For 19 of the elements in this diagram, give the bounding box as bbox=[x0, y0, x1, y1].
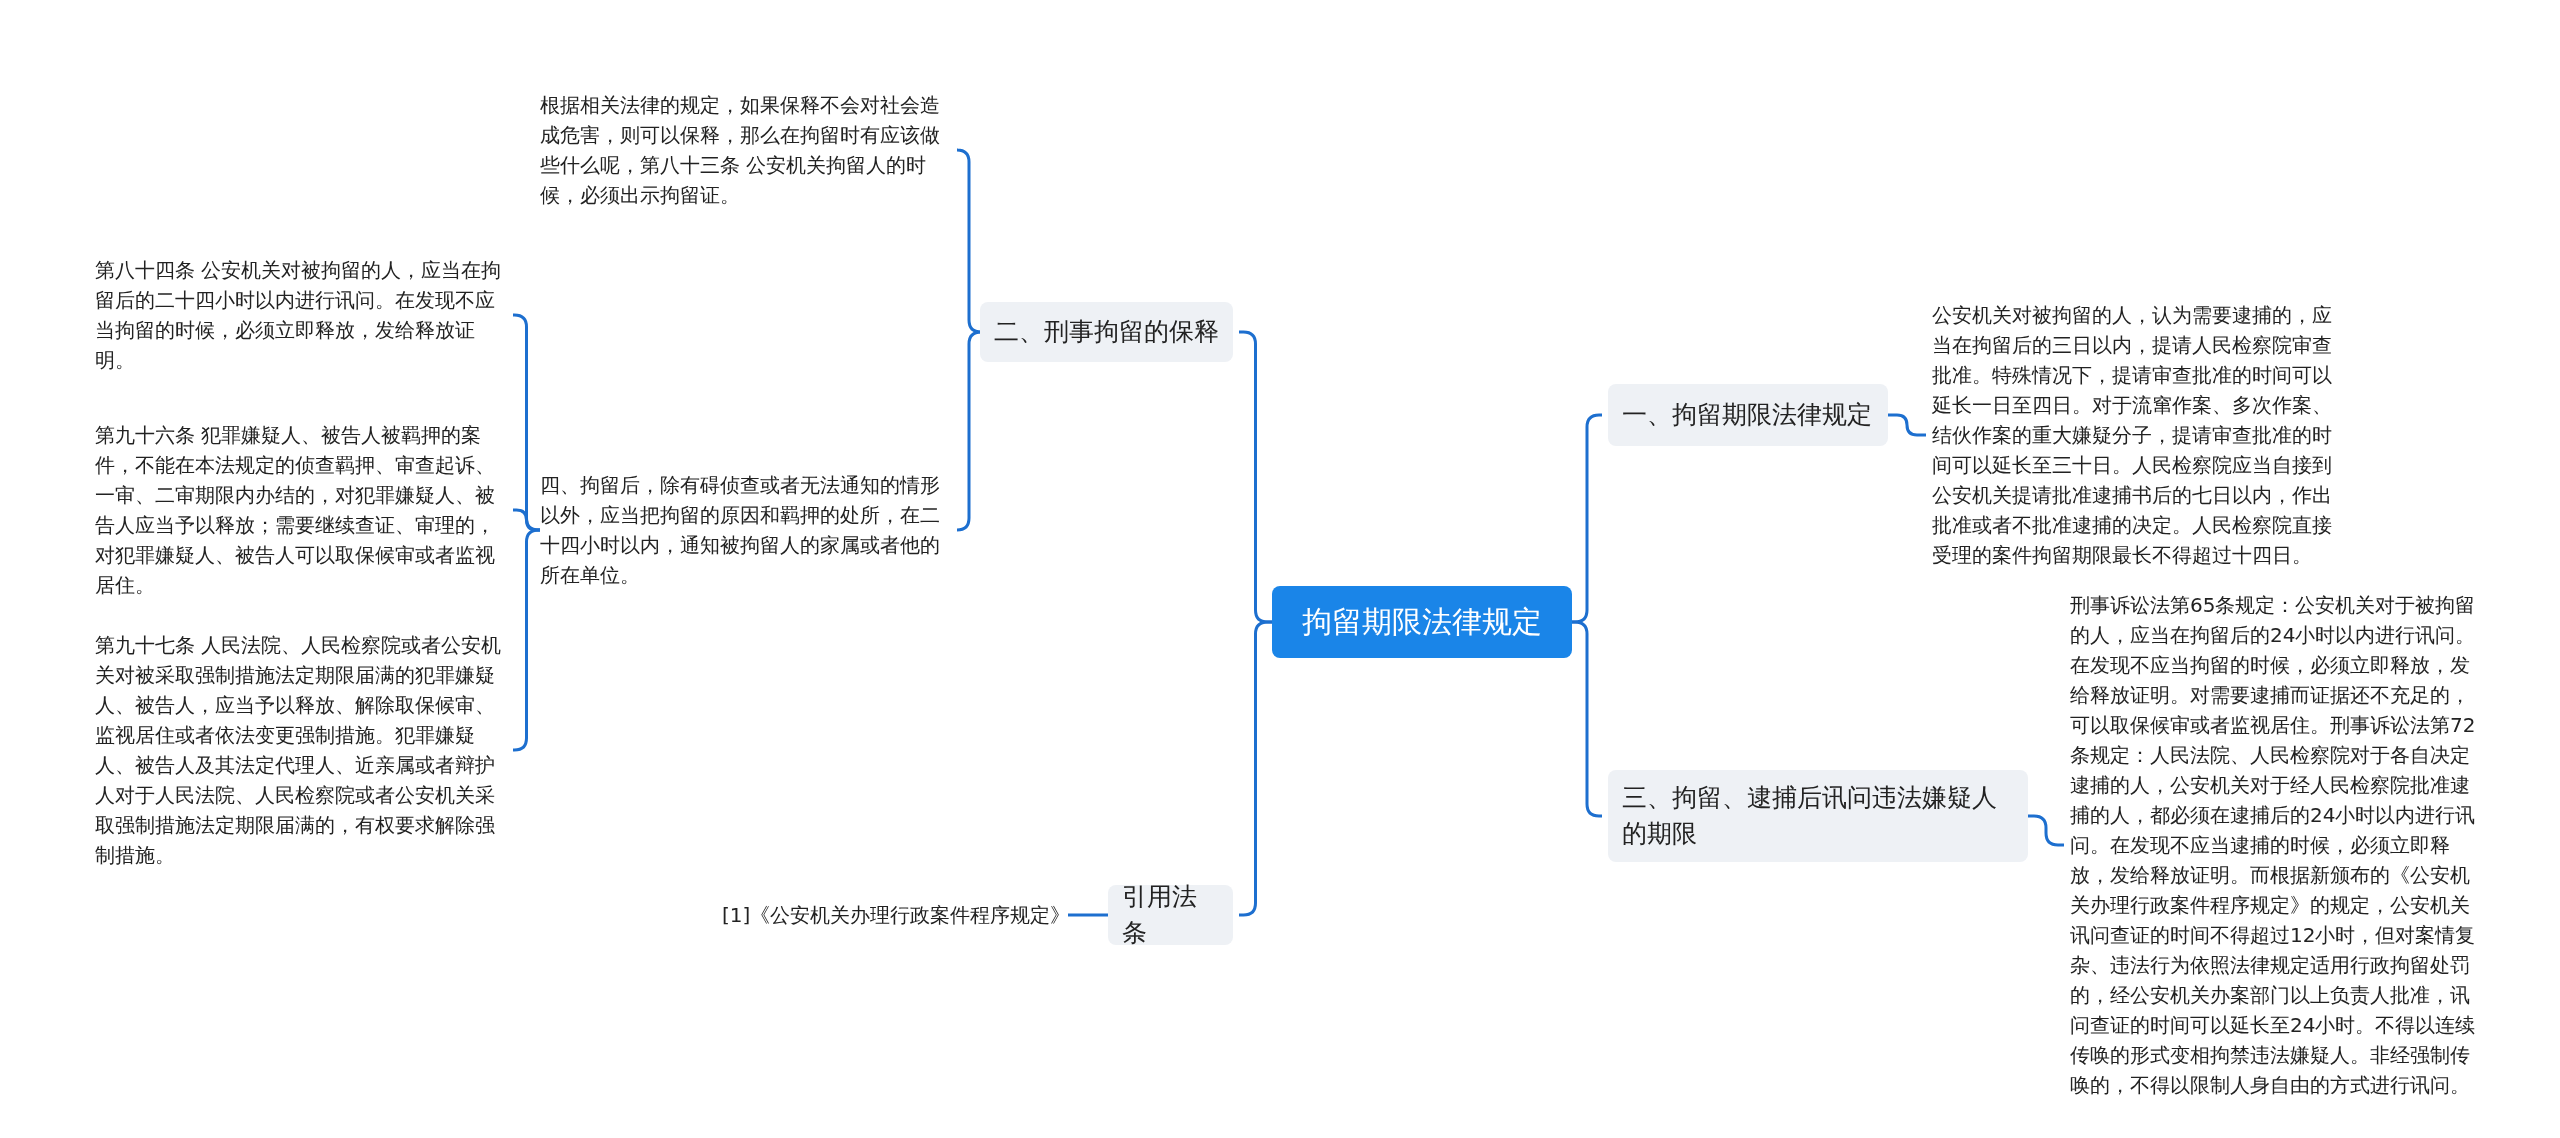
connector-line bbox=[1888, 413, 1926, 437]
topic-box: 二、刑事拘留的保释 bbox=[980, 302, 1233, 362]
connector-line bbox=[2028, 814, 2064, 847]
note-text: 刑事诉讼法第65条规定：公安机关对于被拘留的人，应当在拘留后的24小时以内进行讯问。在发现不应当拘留的时候，必须立即释放，发给释放证明。对需要逮捕而证据还不充足的，可以取保候审或者监视居住。刑事诉讼法第72条规定：人民法院、人民检察院对于各自决定逮捕的人，公安机关对于经人民检察院批准逮捕的人，都必须在逮捕后的24小时以内进行讯问。在发现不应当逮捕的时候，必须立即释放，发给释放证明。而根据新颁布的《公安机关办理行政案件程序规定》的规定，公安机关讯问查证的时间不得超过12小时，但对案情复杂、违法行为依照法律规定适用行政拘留处罚的，经公安机关办案部门以上负责人批准，讯问查证的时间可以延长至24小时。不得以连续传唤的形式变相拘禁违法嫌疑人。非经强制传唤的，不得以限制人身自由的方式进行讯问。 bbox=[2070, 590, 2482, 1100]
note-text: 第九十六条 犯罪嫌疑人、被告人被羁押的案件，不能在本法规定的侦查羁押、审查起诉、一审、二审期限内办结的，对犯罪嫌疑人、被告人应当予以释放；需要继续查证、审理的，对犯罪嫌疑人、被告人可以取保候审或者监视居住。 bbox=[95, 420, 507, 600]
note-text: 第九十七条 人民法院、人民检察院或者公安机关对被采取强制措施法定期限届满的犯罪嫌疑人、被告人，应当予以释放、解除取保候审、监视居住或者依法变更强制措施。犯罪嫌疑人、被告人及其法定代理人、近亲属或者辩护人对于人民法院、人民检察院或者公安机关采取强制措施法定期限届满的，有权要求解除强制措施。 bbox=[95, 630, 507, 870]
connector-line bbox=[513, 508, 540, 532]
topic-box: 三、拘留、逮捕后讯问违法嫌疑人的期限 bbox=[1608, 770, 2028, 862]
central-topic-box: 拘留期限法律规定 bbox=[1272, 586, 1572, 658]
note-text: 根据相关法律的规定，如果保释不会对社会造成危害，则可以保释，那么在拘留时有应该做些什么呢，第八十三条 公安机关拘留人的时候，必须出示拘留证。 bbox=[540, 90, 952, 210]
connector-line bbox=[1068, 913, 1108, 917]
note-text: 第八十四条 公安机关对被拘留的人，应当在拘留后的二十四小时以内进行讯问。在发现不应当拘留的时候，必须立即释放，发给释放证明。 bbox=[95, 255, 507, 375]
connector-line bbox=[512, 528, 541, 752]
note-text: [1]《公安机关办理行政案件程序规定》 bbox=[722, 900, 1062, 930]
note-text: 公安机关对被拘留的人，认为需要逮捕的，应当在拘留后的三日以内，提请人民检察院审查批准。特殊情况下，提请审查批准的时间可以延长一日至四日。对于流窜作案、多次作案、结伙作案的重大嫌疑分子，提请审查批准的时间可以延长至三十日。人民检察院应当自接到公安机关提请批准逮捕书后的七日以内，作出批准或者不批准逮捕的决定。人民检察院直接受理的案件拘留期限最长不得超过十四日。 bbox=[1932, 300, 2344, 570]
note-text: 四、拘留后，除有碍侦查或者无法通知的情形以外，应当把拘留的原因和羁押的处所，在二十四小时以内，通知被拘留人的家属或者他的所在单位。 bbox=[540, 470, 952, 590]
topic-box: 一、拘留期限法律规定 bbox=[1608, 384, 1888, 446]
topic-box: 引用法条 bbox=[1108, 885, 1233, 945]
connector-line bbox=[512, 313, 541, 532]
